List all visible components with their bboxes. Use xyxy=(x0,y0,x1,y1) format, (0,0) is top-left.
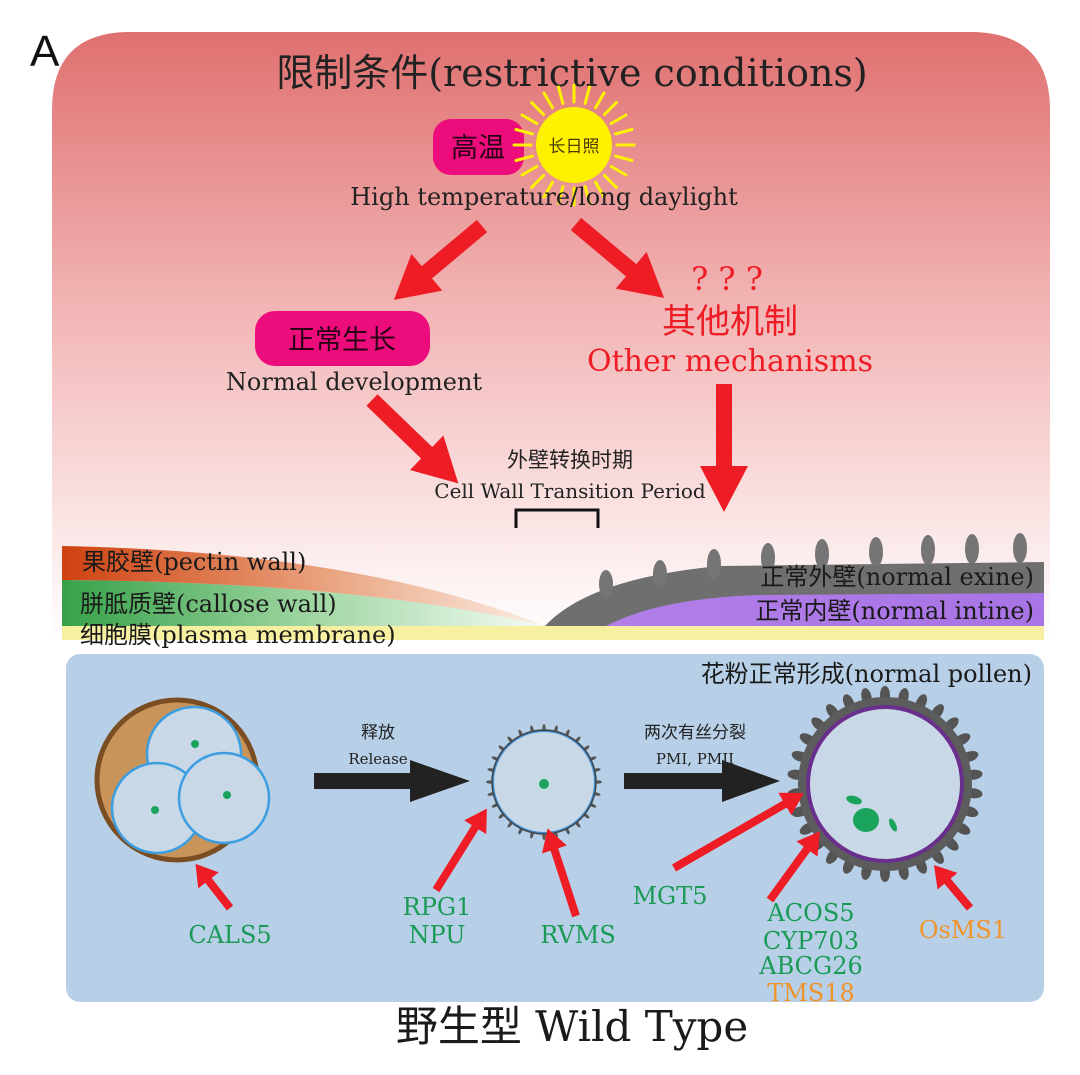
transition-period-en: Cell Wall Transition Period xyxy=(434,479,706,503)
arrow-down-mechanisms xyxy=(700,384,748,512)
normal-growth-label: 正常生长 xyxy=(288,325,396,356)
conditions-background xyxy=(52,32,1050,640)
arrow-rvms xyxy=(542,828,580,918)
arrow-mgt5 xyxy=(672,792,804,872)
gene-rpg1: RPG1 xyxy=(403,893,472,921)
sun-ray xyxy=(594,180,606,199)
normal-pollen-title: 花粉正常形成(normal pollen) xyxy=(701,660,1032,688)
sun-ray xyxy=(614,128,634,136)
arrow-rpg1 xyxy=(432,808,487,893)
arrow-to-other-mechanisms xyxy=(570,217,665,298)
release-arrow xyxy=(314,760,470,802)
gene-rvms: RVMS xyxy=(540,921,616,949)
other-mechanisms-en: Other mechanisms xyxy=(587,344,873,379)
conditions-title: 限制条件(restrictive conditions) xyxy=(276,51,868,95)
sun-ray xyxy=(514,128,534,136)
sun-ray xyxy=(542,180,554,199)
sun-ray xyxy=(557,185,565,205)
pectin-wall-layer xyxy=(62,546,545,626)
sun-ray xyxy=(583,185,591,205)
sun-ray xyxy=(520,165,539,177)
callose-wall-label: 胼胝质壁(callose wall) xyxy=(80,590,337,618)
callose-wall-layer xyxy=(62,580,545,626)
sun-ray xyxy=(609,165,628,177)
sun-ray xyxy=(530,173,546,189)
gene-arrows xyxy=(195,792,974,918)
normal-intine-layer xyxy=(606,593,1044,626)
sun-ray xyxy=(609,113,628,125)
release-en: Release xyxy=(348,750,407,768)
sun-ray xyxy=(530,101,546,117)
long-daylight-label: 长日照 xyxy=(549,137,600,157)
plasma-membrane-label: 细胞膜(plasma membrane) xyxy=(80,621,396,649)
transition-bracket xyxy=(514,508,600,528)
normal-growth-badge xyxy=(255,311,430,366)
sun-ray xyxy=(602,101,618,117)
tetrad xyxy=(94,697,271,863)
sun-ray xyxy=(594,91,606,110)
arrow-acos5 xyxy=(766,831,820,903)
sun-ray xyxy=(514,154,534,162)
sun-ray xyxy=(520,113,539,125)
gene-labels: CALS5 RPG1 NPU RVMS MGT5 ACOS5 CYP703 AB… xyxy=(188,882,1007,1007)
sun-ray xyxy=(614,154,634,162)
arrow-to-normal-growth xyxy=(393,219,488,300)
other-mechanisms-zh: 其他机制 xyxy=(662,302,798,342)
mature-pollen xyxy=(787,686,983,882)
normal-exine-label: 正常外壁(normal exine) xyxy=(760,563,1034,591)
mitosis-en: PMI, PMII xyxy=(656,750,734,768)
normal-intine-label: 正常内壁(normal intine) xyxy=(755,597,1034,625)
pectin-wall-label: 果胶壁(pectin wall) xyxy=(82,548,306,576)
microspore xyxy=(486,724,602,840)
sun-ray xyxy=(542,91,554,110)
plasma-membrane-layer xyxy=(62,626,1044,640)
exine-spines xyxy=(599,533,1027,598)
gene-osms1: OsMS1 xyxy=(919,916,1007,944)
arrow-osms1 xyxy=(934,865,974,911)
arrow-to-transition xyxy=(366,394,459,484)
normal-development-label: Normal development xyxy=(226,368,483,396)
gene-tms18: TMS18 xyxy=(767,979,855,1007)
high-temperature-badge xyxy=(433,119,524,175)
gene-cals5: CALS5 xyxy=(188,921,271,949)
mitosis-zh: 两次有丝分裂 xyxy=(644,723,746,743)
mitosis-arrow xyxy=(624,760,780,802)
process-arrows xyxy=(314,760,780,802)
gene-cyp703: CYP703 xyxy=(763,927,859,955)
sun-icon xyxy=(512,83,636,207)
gene-npu: NPU xyxy=(409,921,466,949)
gene-acos5: ACOS5 xyxy=(766,899,854,927)
sun-ray xyxy=(583,85,591,105)
gene-mgt5: MGT5 xyxy=(632,882,707,910)
panel-label: A xyxy=(30,27,60,76)
question-marks: ? ? ? xyxy=(691,260,763,298)
sun-ray xyxy=(602,173,618,189)
transition-period-zh: 外壁转换时期 xyxy=(507,448,633,472)
release-zh: 释放 xyxy=(361,723,395,743)
red-arrows xyxy=(366,217,748,512)
wild-type-caption: 野生型 Wild Type xyxy=(396,1002,748,1051)
arrow-cals5 xyxy=(195,863,234,911)
sun-ray xyxy=(557,85,565,105)
condition-text: High temperature/long daylight xyxy=(350,183,738,211)
gene-abcg26: ABCG26 xyxy=(758,952,863,980)
high-temperature-label: 高温 xyxy=(451,133,505,164)
